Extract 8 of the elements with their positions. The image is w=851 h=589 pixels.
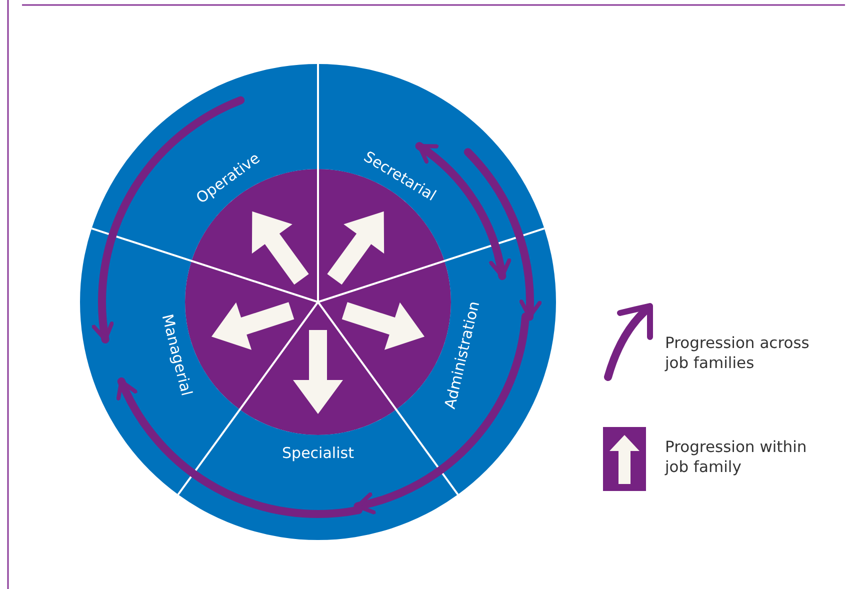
curved-arrow — [92, 96, 245, 344]
curved-arrow — [415, 142, 510, 280]
legend-label: Progression within job family — [665, 437, 808, 477]
curved-arrow — [464, 148, 541, 321]
sector-label: Specialist — [282, 443, 354, 464]
legend-label: Progression across job families — [665, 333, 810, 373]
curved-arrow — [117, 377, 362, 518]
curved-arrow — [354, 312, 530, 514]
